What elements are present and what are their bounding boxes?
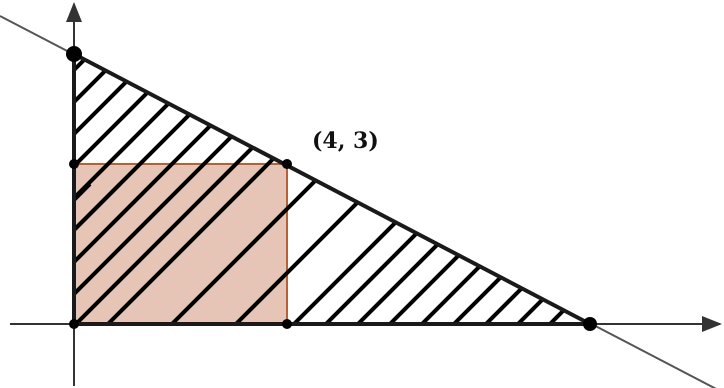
hatch-line xyxy=(514,54,590,324)
hatch-line xyxy=(450,54,590,324)
hatch-line xyxy=(482,54,590,324)
hatch-line xyxy=(290,54,584,324)
hatch-line xyxy=(74,54,142,324)
hatch-line xyxy=(74,54,174,324)
triangle-outline xyxy=(72,50,591,326)
point-y-intercept xyxy=(66,46,82,62)
hatch-line xyxy=(354,54,590,324)
point-origin xyxy=(69,319,79,329)
hatch-line xyxy=(418,54,590,324)
hatch-line xyxy=(322,54,590,324)
point-x-intercept xyxy=(583,317,597,331)
point-4-3 xyxy=(282,159,292,169)
point-0-3 xyxy=(69,159,79,169)
point-label-4-3: (4, 3) xyxy=(312,128,379,154)
hatch-line xyxy=(546,54,590,324)
hatch-line xyxy=(74,54,78,324)
point-4-0 xyxy=(282,319,292,329)
hatch-line xyxy=(386,54,590,324)
